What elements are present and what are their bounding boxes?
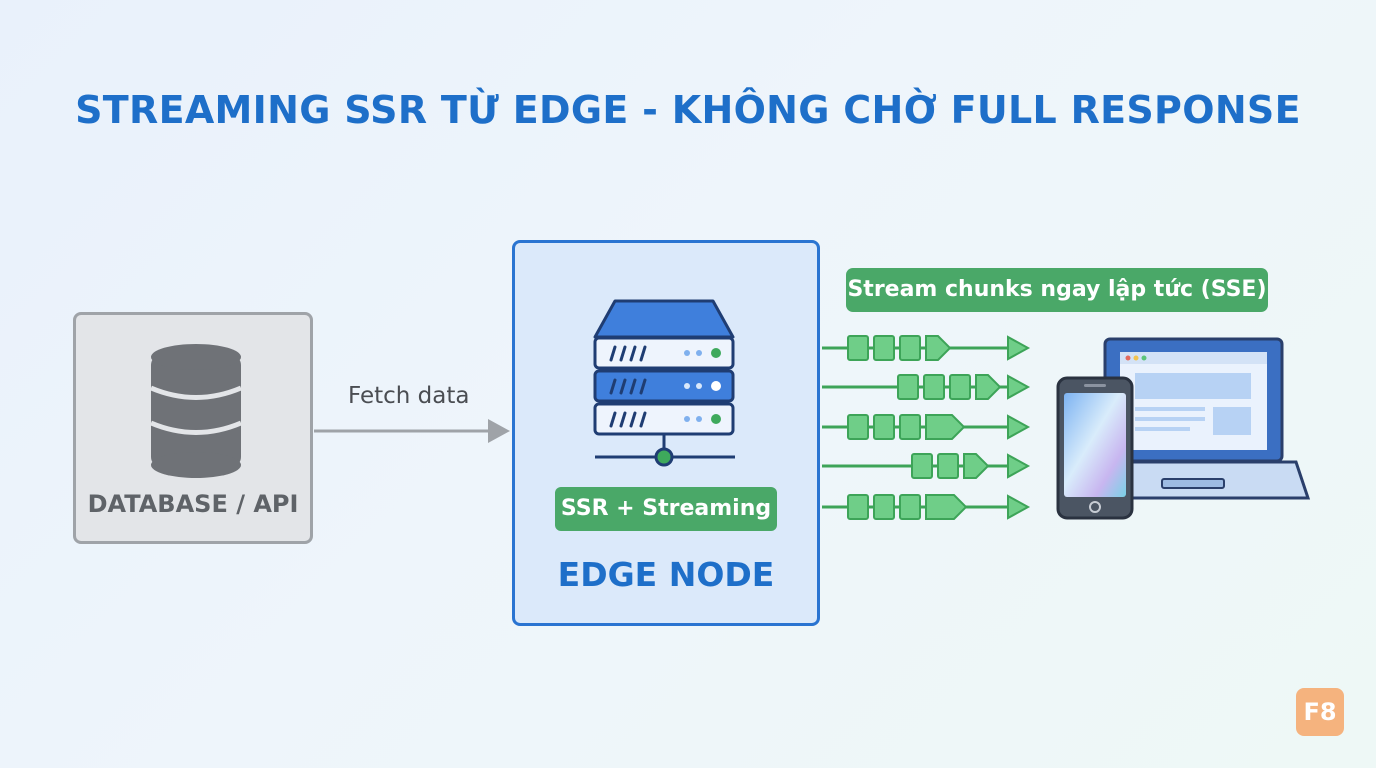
laptop-icon	[1075, 337, 1311, 500]
database-icon	[150, 344, 242, 478]
edge-node-box: SSR + Streaming EDGE NODE	[512, 240, 820, 626]
ssr-streaming-badge: SSR + Streaming	[555, 487, 777, 531]
database-label: DATABASE / API	[87, 490, 299, 518]
stream-arrows	[822, 335, 1031, 520]
phone-icon	[1056, 376, 1134, 520]
edge-node-label: EDGE NODE	[557, 555, 775, 594]
f8-logo: F8	[1296, 688, 1344, 736]
page-title: STREAMING SSR TỪ EDGE - KHÔNG CHỜ FULL R…	[75, 88, 1301, 132]
stream-row	[822, 494, 1031, 520]
stream-row	[822, 414, 1031, 440]
stream-row	[822, 374, 1031, 400]
stream-chunks-badge: Stream chunks ngay lập tức (SSE)	[846, 268, 1268, 312]
database-api-box: DATABASE / API	[73, 312, 313, 544]
stream-row	[822, 335, 1031, 361]
stream-row	[822, 453, 1031, 479]
server-icon	[593, 299, 735, 467]
fetch-data-label: Fetch data	[348, 383, 470, 409]
fetch-arrow	[314, 419, 510, 443]
